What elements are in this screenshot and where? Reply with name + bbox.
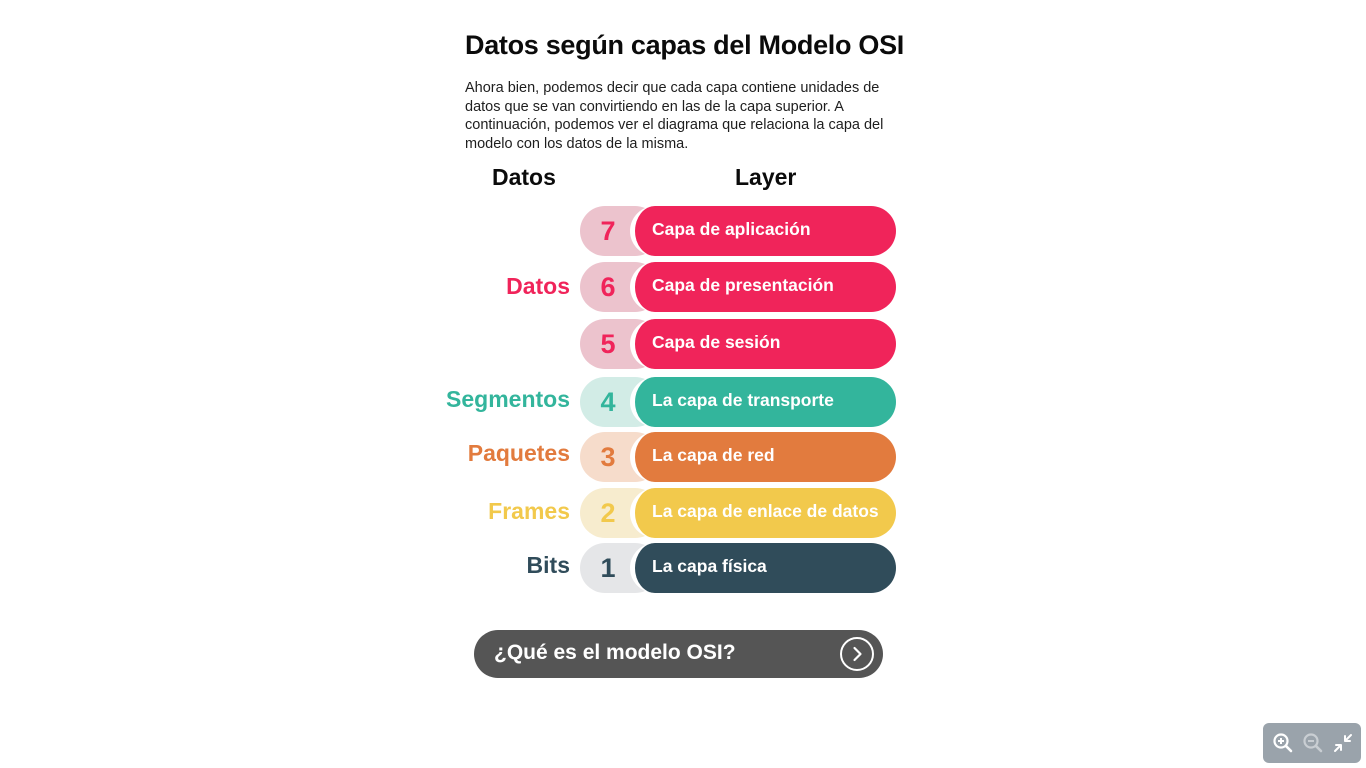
layer-number: 6 (600, 272, 616, 302)
layer-name-pill: La capa física (630, 543, 896, 593)
layer-row-2: 2 La capa de enlace de datos (580, 488, 896, 538)
intro-paragraph: Ahora bien, podemos decir que cada capa … (465, 80, 884, 152)
layer-number: 4 (600, 387, 616, 417)
layer-number: 5 (600, 329, 616, 359)
layer-row-1: 1 La capa física (580, 543, 896, 593)
layer-row-5: 5 Capa de sesión (580, 319, 896, 369)
layer-name-pill: Capa de presentación (630, 262, 896, 312)
zoom-in-icon[interactable] (1272, 732, 1294, 754)
data-unit-paquetes: Paquetes (467, 440, 570, 466)
collapse-icon[interactable] (1332, 732, 1354, 754)
layer-name-pill: La capa de transporte (630, 377, 896, 427)
data-unit-frames: Frames (488, 498, 570, 524)
layer-row-3: 3 La capa de red (580, 432, 896, 482)
chevron-right-icon (840, 637, 874, 671)
layer-number: 3 (600, 442, 616, 472)
layer-row-6: 6 Capa de presentación (580, 262, 896, 312)
data-unit-datos: Datos (506, 273, 570, 299)
layer-name-pill: Capa de aplicación (630, 206, 896, 256)
osi-info-button[interactable]: ¿Qué es el modelo OSI? (474, 630, 883, 678)
osi-info-button-label: ¿Qué es el modelo OSI? (494, 641, 736, 664)
layer-row-4: 4 La capa de transporte (580, 377, 896, 427)
layer-row-7: 7 Capa de aplicación (580, 206, 896, 256)
layer-number: 2 (600, 498, 616, 528)
layer-column-header: Layer (735, 164, 797, 190)
layer-name-pill: La capa de enlace de datos (630, 488, 896, 538)
layer-name-pill: La capa de red (630, 432, 896, 482)
zoom-toolbar (1263, 723, 1361, 763)
zoom-out-icon[interactable] (1302, 732, 1324, 754)
page-title: Datos según capas del Modelo OSI (465, 30, 904, 60)
layer-number: 7 (600, 216, 616, 246)
data-unit-segmentos: Segmentos (446, 386, 570, 412)
datos-column-header: Datos (492, 164, 556, 190)
data-unit-bits: Bits (526, 552, 570, 578)
layer-name-pill: Capa de sesión (630, 319, 896, 369)
layer-number: 1 (600, 553, 616, 583)
